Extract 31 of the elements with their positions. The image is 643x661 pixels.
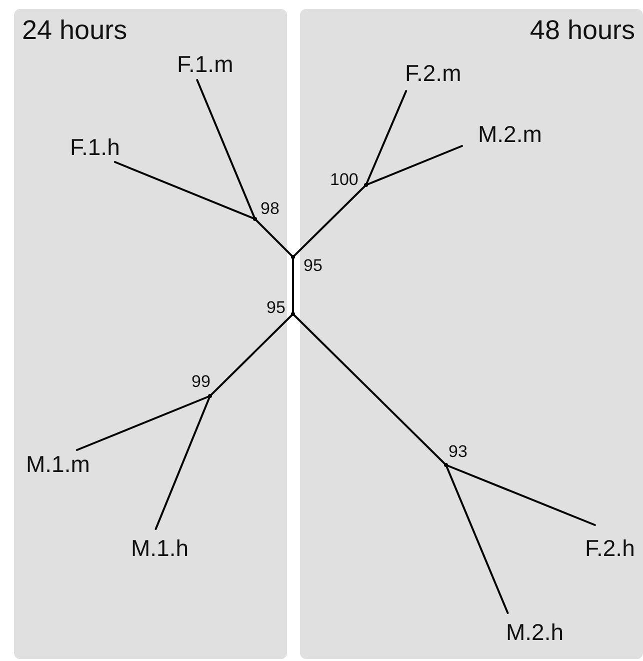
tree-branch — [292, 313, 447, 466]
taxon-label: M.2.h — [506, 620, 564, 644]
bootstrap-value: 100 — [330, 170, 358, 188]
tree-branch — [154, 395, 211, 530]
tree-branch — [445, 464, 596, 526]
taxon-label: F.2.h — [585, 536, 635, 560]
bootstrap-value: 93 — [448, 442, 468, 460]
tree-branch — [196, 79, 256, 220]
tree-branch — [114, 161, 256, 220]
tree-branch — [254, 218, 294, 258]
tree-branch — [365, 145, 463, 186]
panel-title: 48 hours — [530, 15, 635, 46]
taxon-label: M.1.h — [131, 536, 189, 560]
tree-branch — [292, 256, 294, 315]
taxon-label: F.2.m — [405, 62, 462, 84]
taxon-label: M.1.m — [26, 452, 90, 476]
bootstrap-value: 99 — [192, 372, 210, 390]
tree-branch — [76, 395, 211, 451]
taxon-label: F.1.m — [177, 52, 234, 76]
panel-background — [14, 9, 287, 659]
tree-branch — [209, 313, 294, 397]
taxon-label: F.1.h — [70, 136, 120, 158]
bootstrap-value: 98 — [260, 200, 280, 216]
panel-title: 24 hours — [22, 15, 128, 46]
tree-branch — [365, 90, 408, 186]
panel-background — [300, 9, 643, 659]
taxon-label: M.2.m — [478, 122, 542, 146]
tree-branch — [292, 184, 367, 258]
bootstrap-value: 95 — [266, 298, 286, 316]
bootstrap-value: 95 — [304, 256, 322, 274]
tree-branch — [445, 464, 509, 614]
